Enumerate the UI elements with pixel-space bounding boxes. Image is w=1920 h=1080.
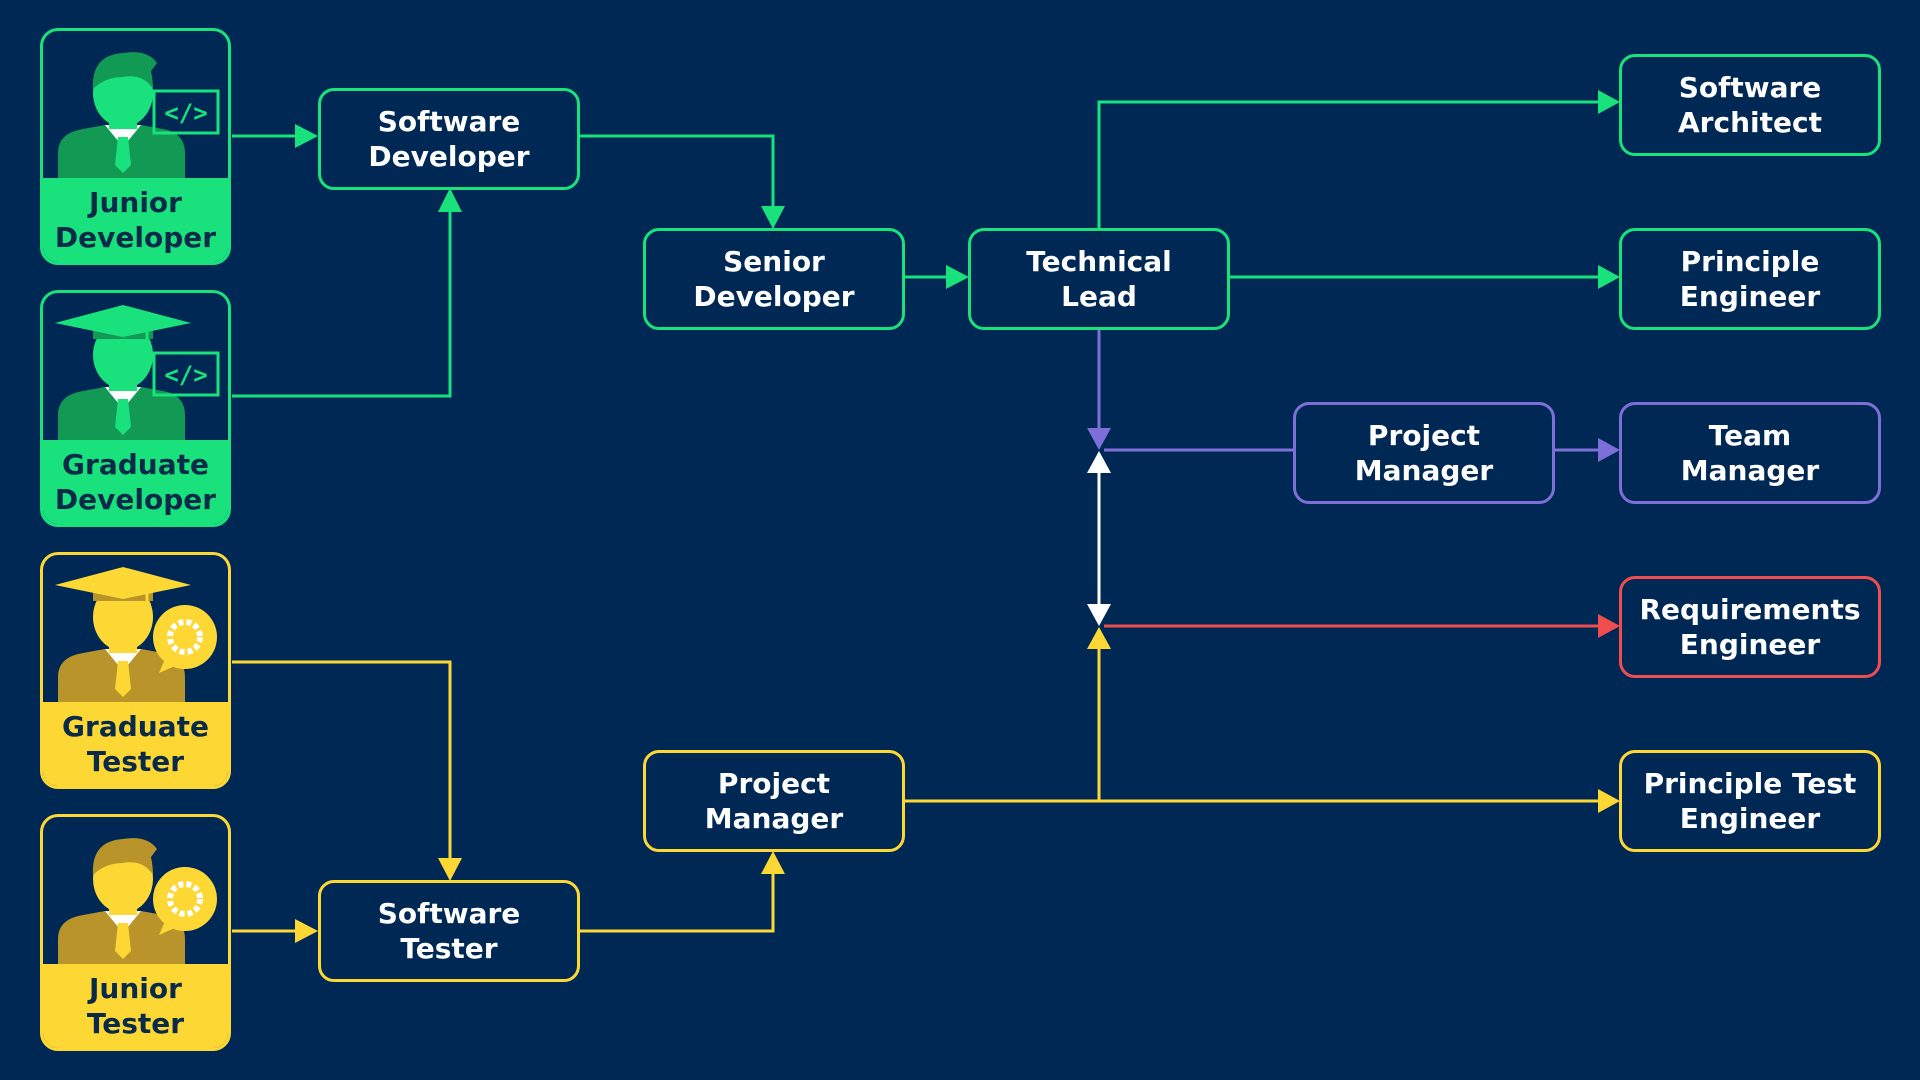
node-label: Principle Engineer [1679,245,1821,313]
graduate-person-code-icon: </> [55,305,220,453]
node-principle-test-engineer: Principle Test Engineer [1619,750,1881,852]
tester-arrowheads [295,627,1620,943]
developer-paths [232,100,1598,398]
node-software-architect: Software Architect [1619,54,1881,156]
node-project-manager-top: Project Manager [1293,402,1555,504]
svg-text:</>: </> [164,99,207,127]
node-principle-engineer: Principle Engineer [1619,228,1881,330]
node-label: Team Manager [1680,419,1820,487]
developer-arrowheads [295,90,1620,289]
management-arrowheads [1087,428,1620,462]
person-gear-icon [58,838,217,977]
node-label: Software Tester [377,897,521,965]
persona-label: Junior Tester [86,972,185,1040]
svg-text:</>: </> [164,361,207,389]
persona-label: Junior Developer [54,186,217,254]
node-label: Project Manager [1354,419,1494,487]
node-technical-lead: Technical Lead [968,228,1230,330]
node-requirements-engineer: Requirements Engineer [1619,576,1881,678]
node-team-manager: Team Manager [1619,402,1881,504]
node-label: Requirements Engineer [1639,593,1861,661]
requirements-path [1104,614,1620,638]
node-label: Principle Test Engineer [1643,767,1857,835]
node-label: Software Architect [1678,71,1822,139]
persona-graduate-developer: </> Graduate Developer [40,290,231,527]
node-label: Senior Developer [693,245,855,313]
persona-label: Graduate Developer [54,448,217,516]
persona-label: Graduate Tester [62,710,209,778]
node-software-tester: Software Tester [318,880,580,982]
neutral-connector [1087,451,1111,626]
node-software-developer: Software Developer [318,88,580,190]
management-paths [1097,329,1598,452]
node-label: Technical Lead [1026,245,1172,313]
node-label: Project Manager [704,767,844,835]
developer-person-code-icon: </> [58,52,220,191]
persona-junior-developer: </> Junior Developer [40,28,231,265]
tester-paths [232,648,1598,933]
graduate-person-gear-icon [55,567,217,715]
persona-graduate-tester: Graduate Tester [40,552,231,789]
node-project-manager-bottom: Project Manager [643,750,905,852]
node-senior-developer: Senior Developer [643,228,905,330]
node-label: Software Developer [368,105,530,173]
persona-junior-tester: Junior Tester [40,814,231,1051]
